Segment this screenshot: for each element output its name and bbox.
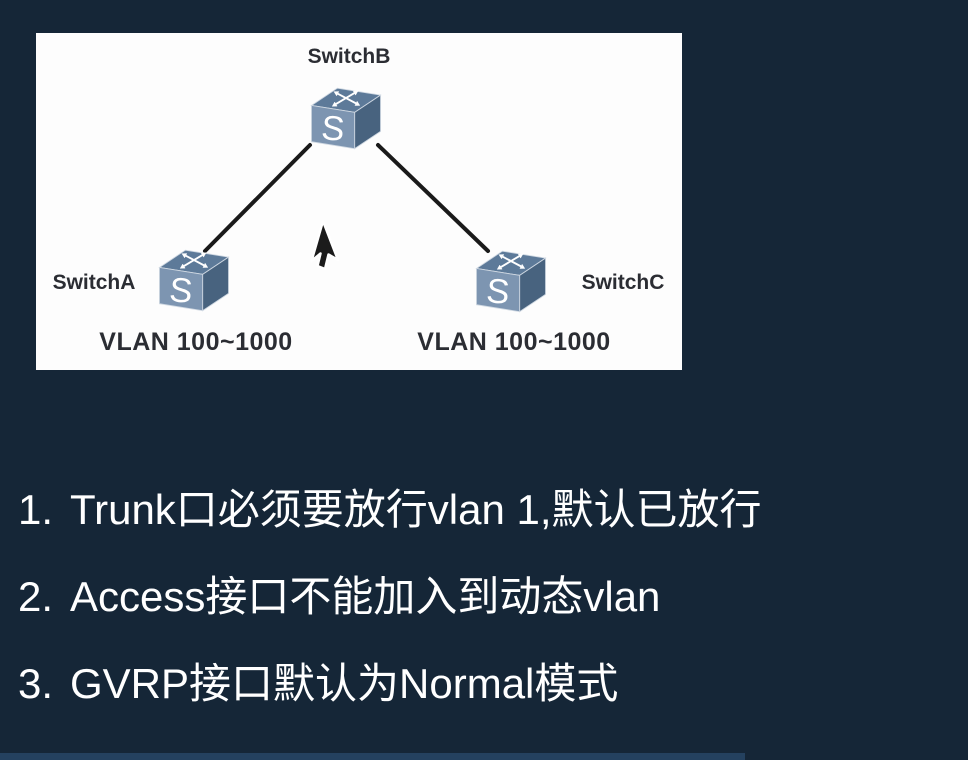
note-number: 2.	[18, 572, 54, 620]
topology-diagram-panel: SwitchB S SwitchA S SwitchC	[36, 33, 682, 370]
switchC-vlan-label: VLAN 100~1000	[417, 328, 611, 356]
switch-glyph: S	[485, 272, 511, 312]
crossed-arrows-glyph	[496, 253, 526, 270]
topology-links	[203, 143, 490, 253]
note-item-2: 2. Access接口不能加入到动态vlan	[0, 553, 968, 640]
note-number: 3.	[18, 659, 54, 707]
switch-glyph: S	[168, 271, 194, 311]
link-switchB-switchC	[376, 143, 490, 253]
note-text: Trunk口必须要放行vlan 1,默认已放行	[70, 485, 762, 533]
switchC-label: SwitchC	[581, 271, 665, 294]
crossed-arrows-glyph	[331, 90, 361, 107]
switchB-label: SwitchB	[307, 45, 391, 68]
switch-glyph: S	[320, 109, 346, 149]
switchC-icon: S	[475, 250, 547, 313]
crossed-arrows-glyph	[179, 252, 209, 269]
note-number: 1.	[18, 485, 54, 533]
bottom-progress-bar	[0, 753, 745, 760]
switchA-icon: S	[158, 249, 230, 312]
note-text: Access接口不能加入到动态vlan	[70, 572, 661, 620]
link-switchB-switchA	[203, 143, 312, 253]
notes-list: 1. Trunk口必须要放行vlan 1,默认已放行 2. Access接口不能…	[0, 466, 968, 727]
note-item-3: 3. GVRP接口默认为Normal模式	[0, 640, 968, 727]
switchA-label: SwitchA	[52, 271, 136, 294]
note-item-1: 1. Trunk口必须要放行vlan 1,默认已放行	[0, 466, 968, 553]
switchB-icon: S	[310, 87, 382, 150]
switchA-vlan-label: VLAN 100~1000	[99, 328, 293, 356]
note-text: GVRP接口默认为Normal模式	[70, 659, 619, 707]
mouse-cursor-icon	[310, 219, 340, 271]
